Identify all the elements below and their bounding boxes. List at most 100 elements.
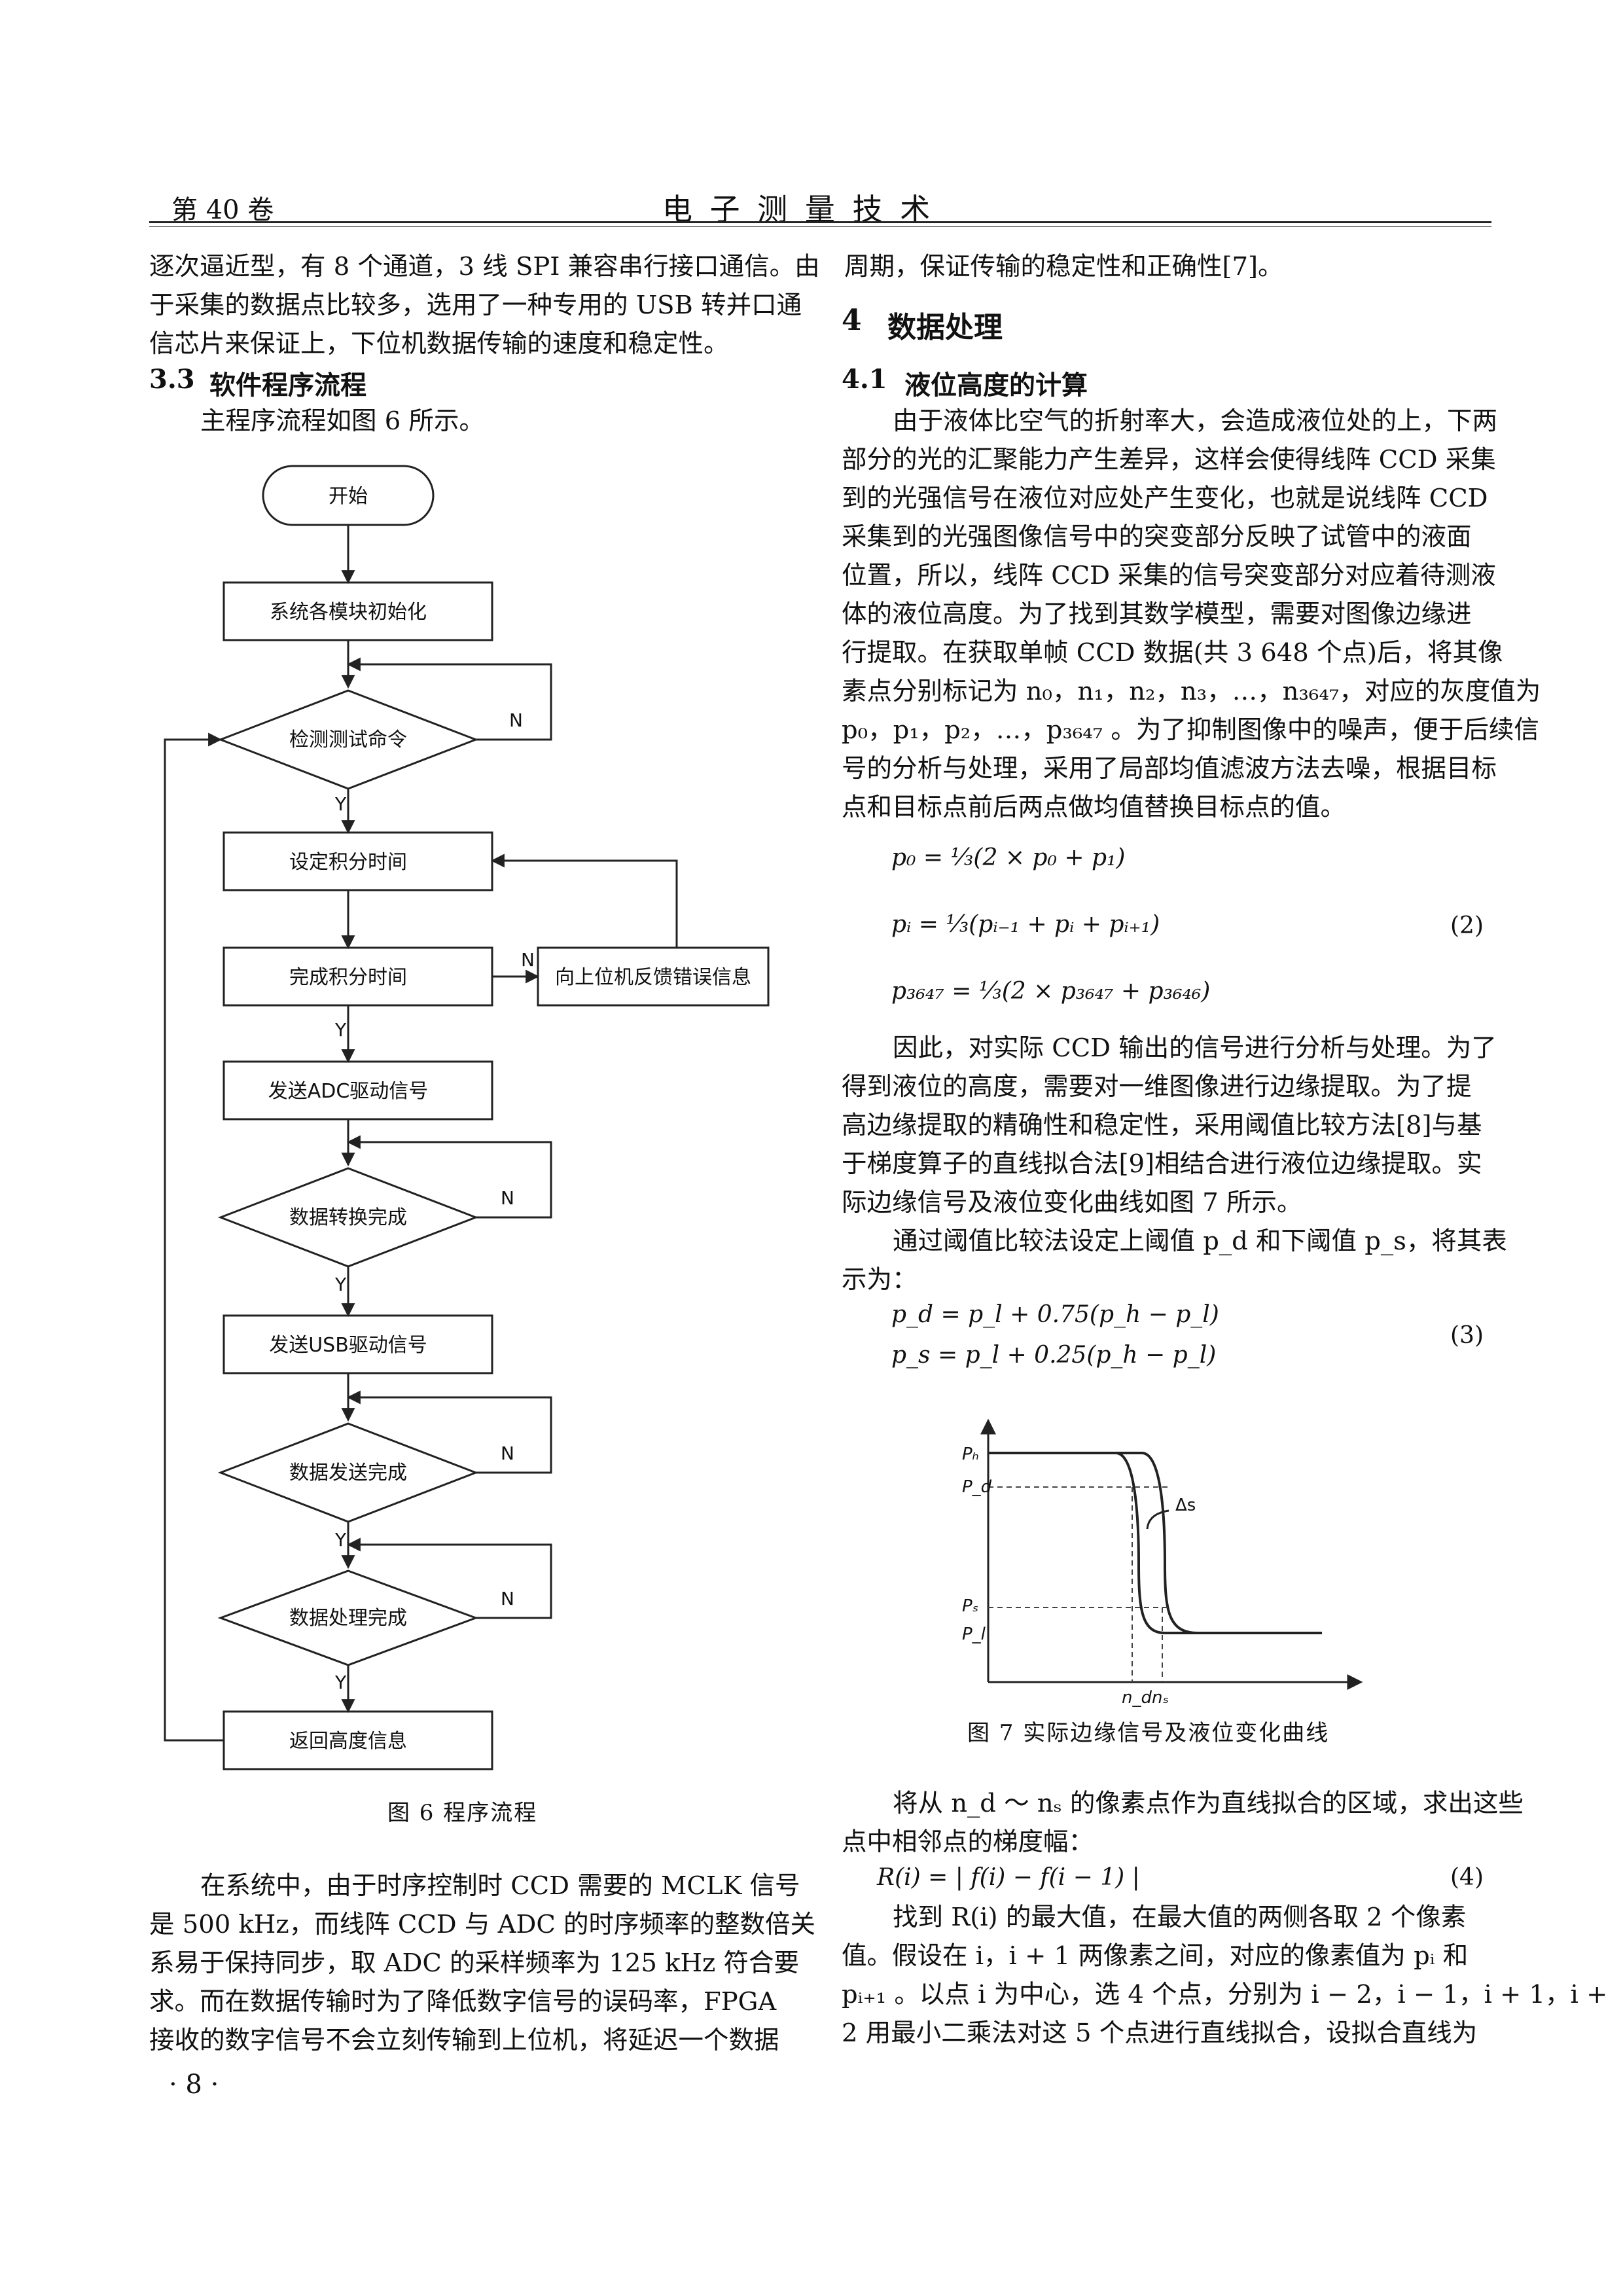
label-pd: P_d [962,1477,992,1497]
flow-yes-label: Y [334,1672,347,1693]
flow-return-label: 返回高度信息 [289,1730,407,1753]
right-para-5: 找到 R(i) 的最大值，在最大值的两侧各取 2 个像素 值。假设在 i，i +… [842,1898,1608,2053]
figure-7-edge-signal: Pₕ P_d Pₛ P_l n_d nₛ Δs [962,1418,1363,1708]
flow-yes-label: Y [334,1529,347,1551]
text-line: 示为： [842,1265,918,1295]
flow-detect-label: 检测测试命令 [289,728,407,751]
flow-complete-time-label: 完成积分时间 [289,966,407,989]
text-line: 接收的数字信号不会立刻传输到上位机，将延迟一个数据 [149,2026,779,2055]
flow-no-label: N [501,1443,514,1464]
equation-2-line-2: pᵢ = ⅓(pᵢ₋₁ + pᵢ + pᵢ₊₁) [891,911,1160,938]
flow-no-label: N [501,1187,514,1209]
flow-no-label: N [509,709,523,731]
flow-set-time-label: 设定积分时间 [289,851,407,874]
flow-yes-label: Y [334,793,347,815]
equation-4: R(i) = | f(i) − f(i − 1) | [877,1864,1140,1891]
text-line: 位置，所以，线阵 CCD 采集的信号突变部分对应着待测液 [842,561,1496,590]
left-para-3: 在系统中，由于时序控制时 CCD 需要的 MCLK 信号 是 500 kHz，而… [149,1867,816,2060]
text-line: 2 用最小二乘法对这 5 个点进行直线拟合，设拟合直线为 [842,2018,1478,2048]
section-4-1-number: 4.1 [842,364,887,395]
text-line: 行提取。在获取单帧 CCD 数据(共 3 648 个点)后，将其像 [842,638,1503,668]
figure-6-caption: 图 6 程序流程 [387,1800,538,1826]
text-line: 点和目标点前后两点做均值替换目标点的值。 [842,793,1346,822]
text-line: 系易于保持同步，取 ADC 的采样频率为 125 kHz 符合要 [149,1948,799,1978]
flow-send-usb-node [223,1314,493,1374]
left-para-1: 逐次逼近型，有 8 个通道，3 线 SPI 兼容串行接口通信。由 于采集的数据点… [149,247,820,363]
label-delta-s: Δs [1175,1496,1196,1515]
flow-yes-label: Y [334,1019,347,1041]
text-line: 因此，对实际 CCD 输出的信号进行分析与处理。为了 [893,1033,1497,1063]
text-line: 到的光强信号在液位对应处产生变化，也就是说线阵 CCD [842,484,1488,513]
text-line: 逐次逼近型，有 8 个通道，3 线 SPI 兼容串行接口通信。由 [149,252,820,281]
label-ph: Pₕ [962,1444,979,1464]
label-ps: Pₛ [962,1596,978,1616]
equation-3-line-1: p_d = p_l + 0.75(p_h − p_l) [891,1301,1219,1328]
text-line: 体的液位高度。为了找到其数学模型，需要对图像边缘进 [842,600,1472,629]
right-para-1: 由于液体比空气的折射率大，会造成液位处的上，下两 部分的光的汇聚能力产生差异，这… [842,402,1541,827]
text-line: 号的分析与处理，采用了局部均值滤波方法去噪，根据目标 [842,754,1497,783]
label-pl: P_l [962,1624,986,1644]
section-4-1-title: 液位高度的计算 [904,370,1088,401]
text-line: 通过阈值比较法设定上阈值 p_d 和下阈值 p_s，将其表 [893,1227,1507,1256]
flowchart-figure-6: 开始 系统各模块初始化 检测测试命令 设定积分时间 完成积分时间 向上位机反馈错… [164,465,770,1770]
text-line: 将从 n_d ～ nₛ 的像素点作为直线拟合的区域，求出这些 [893,1789,1524,1818]
text-line: 点中相邻点的梯度幅： [842,1827,1094,1857]
text-line: pᵢ₊₁ 。以点 i 为中心，选 4 个点，分别为 i − 2，i − 1，i … [842,1980,1608,2009]
edge-curve-1 [988,1452,1322,1634]
text-line: 高边缘提取的精确性和稳定性，采用阈值比较方法[8]与基 [842,1111,1482,1140]
flow-send-done-label: 数据发送完成 [289,1462,407,1484]
equation-4-number: (4) [1450,1864,1484,1891]
left-para-2: 主程序流程如图 6 所示。 [200,406,484,436]
edge-curve-2 [988,1452,1322,1634]
flow-start-label: 开始 [329,485,368,508]
flow-convert-label: 数据转换完成 [289,1206,407,1229]
equation-2-number: (2) [1450,912,1484,939]
equation-2-line-1: p₀ = ⅓(2 × p₀ + p₁) [891,844,1126,871]
section-4-number: 4 [842,304,862,337]
text-line: 由于液体比空气的折射率大，会造成液位处的上，下两 [893,406,1498,436]
right-para-4: 将从 n_d ～ nₛ 的像素点作为直线拟合的区域，求出这些 点中相邻点的梯度幅… [842,1784,1524,1861]
right-para-3: 通过阈值比较法设定上阈值 p_d 和下阈值 p_s，将其表 示为： [842,1222,1507,1299]
flow-feedback-node [537,946,770,1007]
text-line: 部分的光的汇聚能力产生差异，这样会使得线阵 CCD 采集 [842,445,1496,475]
text-line: 在系统中，由于时序控制时 CCD 需要的 MCLK 信号 [200,1871,800,1901]
text-line: p₀，p₁，p₂，…，p₃₆₄₇ 。为了抑制图像中的噪声，便于后续信 [842,715,1539,745]
section-3-3-title: 软件程序流程 [209,370,366,401]
text-line: 是 500 kHz，而线阵 CCD 与 ADC 的时序频率的整数倍关 [149,1910,816,1939]
text-line: 采集到的光强图像信号中的突变部分反映了试管中的液面 [842,522,1472,552]
right-para-2: 因此，对实际 CCD 输出的信号进行分析与处理。为了 得到液位的高度，需要对一维… [842,1029,1497,1222]
section-4-title: 数据处理 [887,311,1003,344]
equation-3-number: (3) [1450,1322,1484,1349]
section-3-3-number: 3.3 [149,364,195,395]
flow-send-usb-label: 发送USB驱动信号 [269,1334,427,1357]
text-line: 际边缘信号及液位变化曲线如图 7 所示。 [842,1188,1302,1217]
text-line: 求。而在数据传输时为了降低数字信号的误码率，FPGA [149,1987,777,2017]
page-number: · 8 · [169,2070,219,2100]
flow-send-adc-node [223,1060,493,1121]
right-para-0: 周期，保证传输的稳定性和正确性[7]。 [844,252,1283,281]
equation-2-line-3: p₃₆₄₇ = ⅓(2 × p₃₆₄₇ + p₃₆₄₆) [891,978,1211,1005]
header-rule-top [149,221,1491,223]
flow-init-label: 系统各模块初始化 [270,601,427,624]
delta-s-pointer [1146,1509,1169,1530]
flow-process-done-label: 数据处理完成 [289,1607,407,1630]
flow-init-node [223,581,493,641]
flow-feedback-label: 向上位机反馈错误信息 [555,966,751,989]
text-line: 值。假设在 i，i + 1 两像素之间，对应的像素值为 pᵢ 和 [842,1941,1469,1971]
volume-label: 第 40 卷 [171,195,274,225]
equation-3-line-2: p_s = p_l + 0.25(p_h − p_l) [891,1342,1217,1369]
flow-send-adc-label: 发送ADC驱动信号 [268,1080,429,1103]
text-line: 素点分别标记为 n₀，n₁，n₂，n₃，…，n₃₆₄₇，对应的灰度值为 [842,677,1541,706]
label-nd: n_d [1122,1688,1152,1708]
text-line: 得到液位的高度，需要对一维图像进行边缘提取。为了提 [842,1072,1472,1102]
text-line: 于采集的数据点比较多，选用了一种专用的 USB 转并口通 [149,291,802,320]
flow-no-label: N [521,949,535,971]
flow-no-label: N [501,1588,514,1609]
flow-yes-label: Y [334,1274,347,1295]
text-line: 于梯度算子的直线拟合法[9]相结合进行液位边缘提取。实 [842,1149,1482,1179]
figure-7-caption: 图 7 实际边缘信号及液位变化曲线 [967,1720,1330,1746]
header-rule-bottom [149,226,1491,227]
label-ns: nₛ [1152,1688,1169,1708]
text-line: 找到 R(i) 的最大值，在最大值的两侧各取 2 个像素 [893,1903,1467,1932]
text-line: 信芯片来保证上，下位机数据传输的速度和稳定性。 [149,329,729,359]
